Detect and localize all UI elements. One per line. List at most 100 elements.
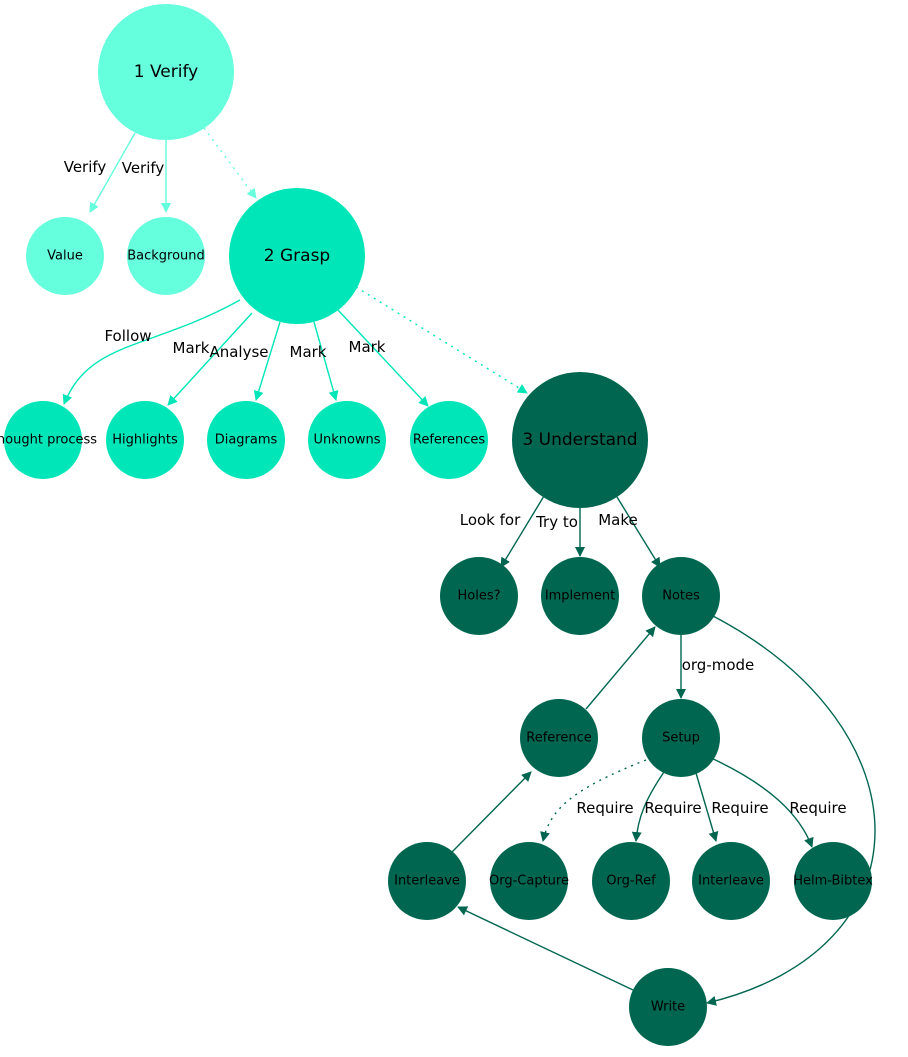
edge-setup-orgref [631, 771, 665, 842]
edge-notes-write [706, 615, 876, 1006]
edge-label-grasp-highlights: Mark [173, 339, 210, 357]
node-notes-circle [642, 557, 720, 635]
edge-label-setup-interleave: Require [711, 799, 768, 817]
node-background-label: Background [127, 249, 205, 264]
node-org-capture-circle [490, 842, 568, 920]
node-helm-bibtex[interactable]: Helm-Bibtex [793, 842, 873, 920]
node-value[interactable]: Value [26, 217, 104, 295]
edge-label-setup-capture: Require [576, 799, 633, 817]
node-grasp-label: 2 Grasp [264, 246, 330, 266]
node-grasp-circle [229, 188, 365, 324]
node-diagrams-circle [207, 401, 285, 479]
edge-label-understand-holes: Look for [460, 511, 521, 529]
node-org-ref-circle [592, 842, 670, 920]
node-value-circle [26, 217, 104, 295]
node-references-circle [410, 401, 488, 479]
edge-grasp-references [337, 309, 429, 407]
edge-label-grasp-unknowns: Mark [290, 343, 327, 361]
node-interleave-right-label: Interleave [698, 874, 764, 889]
edge-label-notes-setup: org-mode [682, 656, 755, 674]
edge-grasp-thought [62, 299, 241, 405]
node-highlights-circle [106, 401, 184, 479]
edge-grasp-highlights [167, 312, 253, 406]
edge-label-grasp-diagrams: Analyse [209, 343, 268, 361]
node-implement[interactable]: Implement [541, 557, 619, 635]
edge-interleave-reference [451, 771, 532, 853]
node-unknowns-label: Unknowns [313, 433, 380, 448]
node-background-circle [127, 217, 205, 295]
node-diagrams-label: Diagrams [215, 433, 278, 448]
edge-reference-notes [585, 626, 656, 710]
node-org-capture-label: Org-Capture [489, 874, 569, 889]
node-org-capture[interactable]: Org-Capture [489, 842, 569, 920]
nodes: 1 Verify Value Background 2 Grasp Though… [0, 4, 873, 1046]
node-understand[interactable]: 3 Understand [512, 372, 648, 508]
edge-setup-helm [708, 756, 814, 848]
node-holes[interactable]: Holes? [440, 557, 518, 635]
node-background[interactable]: Background [127, 217, 205, 295]
node-references[interactable]: References [410, 401, 488, 479]
node-diagrams[interactable]: Diagrams [207, 401, 285, 479]
node-write-label: Write [651, 1000, 685, 1015]
edge-grasp-diagrams [253, 321, 281, 401]
edge-label-grasp-thought: Follow [104, 327, 151, 345]
node-highlights-label: Highlights [112, 433, 178, 448]
edge-label-verify-background: Verify [122, 159, 165, 177]
node-thought-process-label: Thought process [0, 433, 97, 448]
node-setup[interactable]: Setup [642, 699, 720, 777]
edge-setup-capture [540, 759, 647, 842]
node-references-label: References [413, 433, 485, 448]
node-notes[interactable]: Notes [642, 557, 720, 635]
node-interleave-left-label: Interleave [394, 874, 460, 889]
node-write-circle [629, 968, 707, 1046]
node-thought-process-circle [4, 401, 82, 479]
node-interleave-left[interactable]: Interleave [388, 842, 466, 920]
node-write[interactable]: Write [629, 968, 707, 1046]
node-helm-bibtex-label: Helm-Bibtex [793, 874, 873, 889]
node-highlights[interactable]: Highlights [106, 401, 184, 479]
edge-verify-grasp [203, 127, 257, 199]
edge-label-understand-notes: Make [598, 511, 638, 529]
edge-label-understand-implement: Try to [535, 513, 578, 531]
edge-setup-interleave [695, 772, 719, 842]
node-interleave-right[interactable]: Interleave [692, 842, 770, 920]
node-setup-circle [642, 699, 720, 777]
edge-write-interleave [457, 906, 634, 991]
node-reference[interactable]: Reference [520, 699, 598, 777]
node-org-ref[interactable]: Org-Ref [592, 842, 670, 920]
node-org-ref-label: Org-Ref [606, 874, 656, 889]
edge-understand-holes [500, 495, 545, 568]
edge-label-verify-value: Verify [64, 158, 107, 176]
node-reference-label: Reference [526, 731, 591, 746]
node-reference-circle [520, 699, 598, 777]
node-thought-process[interactable]: Thought process [0, 401, 97, 479]
node-interleave-left-circle [388, 842, 466, 920]
node-holes-circle [440, 557, 518, 635]
node-unknowns-circle [308, 401, 386, 479]
node-value-label: Value [47, 249, 83, 264]
node-implement-label: Implement [545, 589, 615, 604]
edge-grasp-unknowns [313, 321, 339, 401]
edge-label-setup-helm: Require [789, 799, 846, 817]
node-implement-circle [541, 557, 619, 635]
edge-labels: Verify Verify Follow Mark Analyse Mark M… [64, 158, 847, 817]
node-verify[interactable]: 1 Verify [98, 4, 234, 140]
edge-verify-value [89, 132, 136, 213]
node-understand-circle [512, 372, 648, 508]
edges [62, 127, 876, 1006]
node-interleave-right-circle [692, 842, 770, 920]
node-holes-label: Holes? [457, 589, 500, 604]
node-notes-label: Notes [662, 589, 700, 604]
node-grasp[interactable]: 2 Grasp [229, 188, 365, 324]
node-understand-label: 3 Understand [522, 430, 637, 450]
edge-label-grasp-references: Mark [349, 338, 386, 356]
edge-label-setup-orgref: Require [644, 799, 701, 817]
node-verify-label: 1 Verify [134, 62, 198, 82]
node-setup-label: Setup [662, 731, 700, 746]
node-unknowns[interactable]: Unknowns [308, 401, 386, 479]
edge-understand-notes [616, 496, 661, 568]
node-helm-bibtex-circle [794, 842, 872, 920]
node-verify-circle [98, 4, 234, 140]
